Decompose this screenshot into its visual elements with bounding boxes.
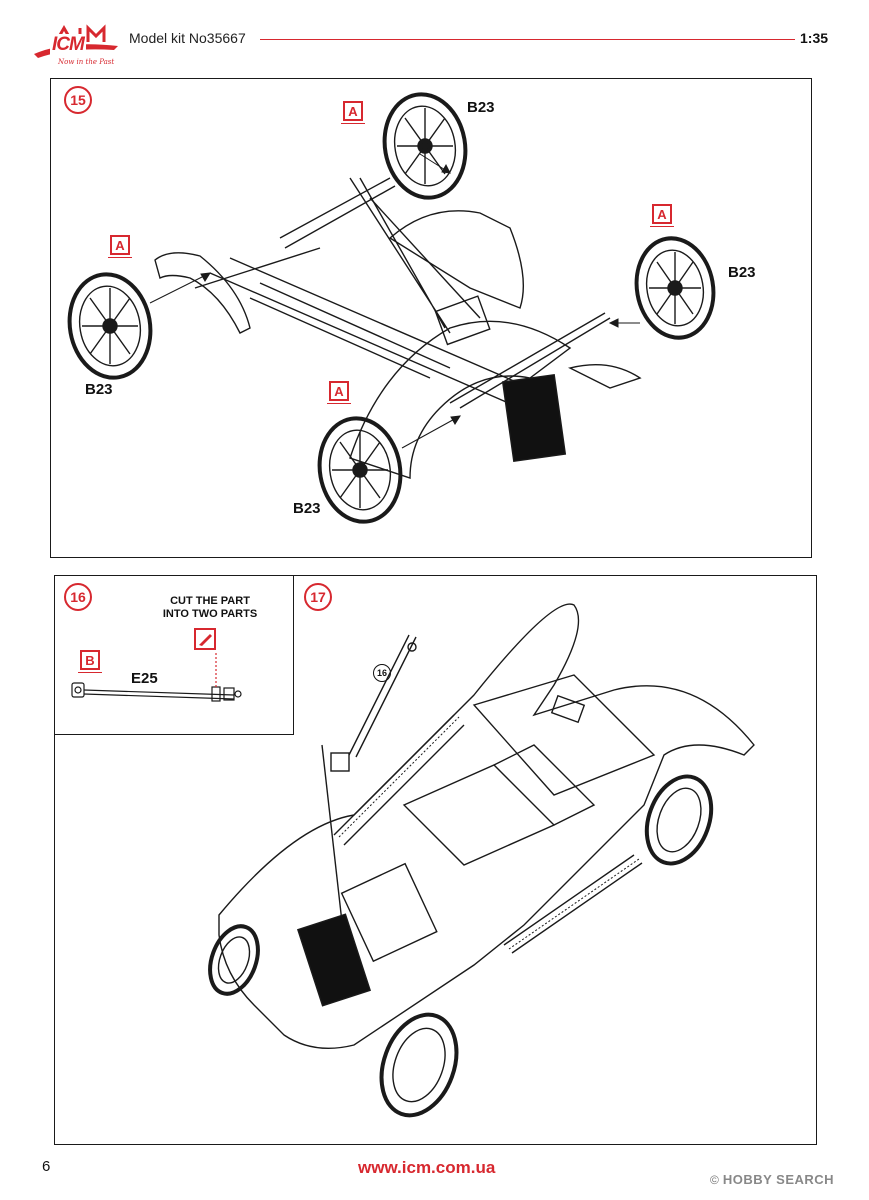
brand-tagline: Now in the Past [58, 58, 115, 66]
paint-code-a-bottom: A [327, 381, 351, 404]
paint-code-b: B [78, 650, 102, 673]
header-rule [260, 39, 795, 40]
wheel-rear-left [67, 272, 153, 380]
model-kit-number: Model kit No35667 [129, 30, 246, 46]
scale-label: 1:35 [800, 30, 829, 46]
copyright-icon: © [710, 1172, 719, 1187]
step15-drawing [67, 92, 716, 524]
paint-code-a-top: A [341, 101, 365, 124]
watermark-text: HOBBY SEARCH [722, 1172, 835, 1187]
icm-logo: ICM Now in the Past [26, 20, 126, 72]
wheel-17-front-left [208, 924, 260, 996]
part-label-b23-top: B23 [467, 99, 495, 116]
paint-code-a-right: A [650, 204, 674, 227]
wheel-17-rear-right [644, 774, 714, 866]
part-label-e25: E25 [131, 670, 158, 687]
watermark: © HOBBY SEARCH [710, 1172, 834, 1187]
step17-panel [54, 575, 817, 1145]
paint-code-a-left: A [108, 235, 132, 258]
website-url: www.icm.com.ua [358, 1158, 496, 1177]
step16-number: 16 [64, 583, 92, 611]
step17-drawing [208, 603, 755, 1118]
cut-icon [194, 628, 216, 650]
part-label-b23-right: B23 [728, 264, 756, 281]
step16-panel [54, 575, 294, 735]
part-label-b23-bottom: B23 [293, 500, 321, 517]
step15-panel [50, 78, 812, 558]
part-label-b23-left: B23 [85, 381, 113, 398]
step17-number: 17 [304, 583, 332, 611]
brand-text: ICM [50, 34, 86, 56]
step15-number: 15 [64, 86, 92, 114]
wheel-front-right [634, 236, 716, 340]
wheel-17-front-right [379, 1012, 459, 1118]
step16-drawing [71, 653, 242, 702]
knife-icon [199, 634, 212, 646]
wheel-front-left [317, 416, 403, 524]
step16-instruction: CUT THE PART INTO TWO PARTS [162, 595, 258, 620]
page-number: 6 [42, 1158, 51, 1175]
wheel-rear-top [382, 92, 468, 200]
